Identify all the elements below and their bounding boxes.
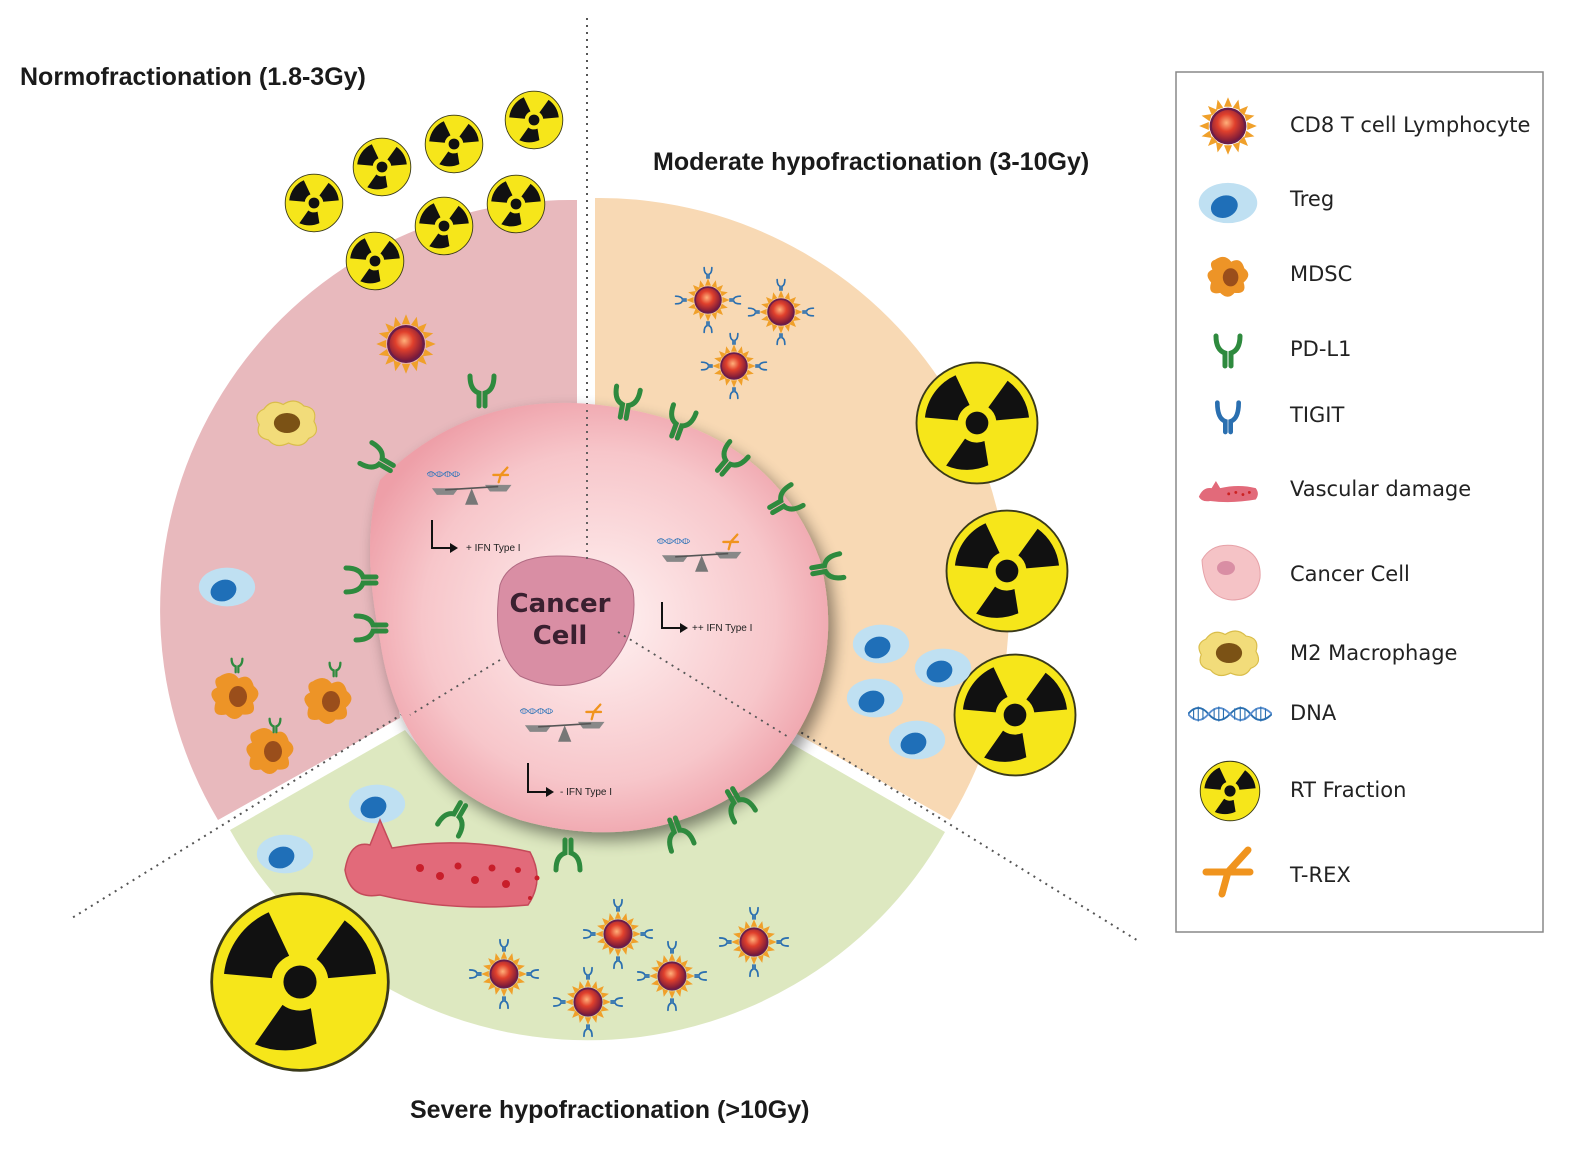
legend-label-treg: Treg — [1289, 187, 1334, 211]
legend: CD8 T cell Lymphocyte Treg MDSC PD-L1 TI… — [1175, 71, 1544, 933]
ifn-label-moderate: ++ IFN Type I — [692, 623, 752, 634]
ifn-balance-severe: - IFN Type I — [520, 705, 612, 798]
treg-icon — [1198, 182, 1258, 224]
ifn-balance-normo: + IFN Type I — [427, 468, 521, 554]
rt-fraction-icon — [414, 196, 474, 256]
treg-icon — [348, 784, 406, 824]
ifn-label-severe: - IFN Type I — [560, 787, 612, 798]
cancer-cell-label-line2: Cell — [533, 621, 588, 651]
arrow-icon — [661, 602, 682, 629]
treg-icon — [852, 624, 910, 664]
arrow-icon — [431, 520, 452, 549]
rt-fraction-icon — [424, 114, 484, 174]
treg-icon — [256, 834, 314, 874]
legend-label-dna: DNA — [1290, 701, 1337, 725]
legend-label-cd8: CD8 T cell Lymphocyte — [1290, 113, 1530, 137]
rt-fraction-icon — [504, 90, 564, 150]
legend-label-rt-fraction: RT Fraction — [1290, 778, 1406, 802]
arrow-icon — [527, 763, 548, 793]
treg-icon — [888, 720, 946, 760]
severe-hypofractionation-sector — [230, 730, 945, 1041]
ifn-balance-moderate: ++ IFN Type I — [657, 535, 752, 634]
rt-fraction-icon — [210, 892, 390, 1072]
legend-label-tigit: TIGIT — [1289, 403, 1344, 427]
tumor-microenvironment-circle — [160, 197, 1010, 1041]
rt-fraction-icon — [345, 231, 405, 291]
normofractionation-title: Normofractionation (1.8-3Gy) — [20, 63, 366, 91]
legend-label-mdsc: MDSC — [1290, 262, 1352, 286]
m2-macrophage-icon — [1198, 630, 1260, 677]
nucleus — [497, 555, 635, 686]
legend-label-vascular-damage: Vascular damage — [1290, 477, 1471, 501]
legend-label-t-rex: T-REX — [1289, 863, 1351, 887]
severe-hypofractionation-title: Severe hypofractionation (>10Gy) — [410, 1096, 809, 1124]
rt-fraction-icon — [953, 653, 1077, 777]
treg-icon — [846, 678, 904, 718]
rt-fraction-icon — [915, 361, 1039, 485]
cancer-cell-icon — [1201, 544, 1261, 601]
m2-macrophage-icon — [256, 400, 318, 447]
legend-label-pd-l1: PD-L1 — [1290, 337, 1351, 361]
moderate-hypofractionation-title: Moderate hypofractionation (3-10Gy) — [653, 148, 1089, 176]
rt-fraction-icon — [945, 509, 1069, 633]
moderate-hypofractionation-sector — [595, 197, 1010, 820]
central-cancer-cell: Cancer Cell — [370, 402, 829, 833]
vascular-damage — [344, 818, 540, 908]
legend-label-cancer-cell: Cancer Cell — [1290, 562, 1410, 586]
rt-fraction-icon — [1199, 760, 1261, 822]
rt-fraction-icon — [486, 174, 546, 234]
rt-fraction-icon — [284, 173, 344, 233]
rt-fraction-icon — [352, 137, 412, 197]
treg-icon — [914, 648, 972, 688]
treg-icon — [198, 567, 256, 607]
legend-label-m2-macrophage: M2 Macrophage — [1290, 641, 1457, 665]
ifn-label-normo: + IFN Type I — [466, 543, 521, 554]
normofractionation-sector — [160, 199, 577, 820]
cancer-cell-label-line1: Cancer — [509, 589, 610, 619]
